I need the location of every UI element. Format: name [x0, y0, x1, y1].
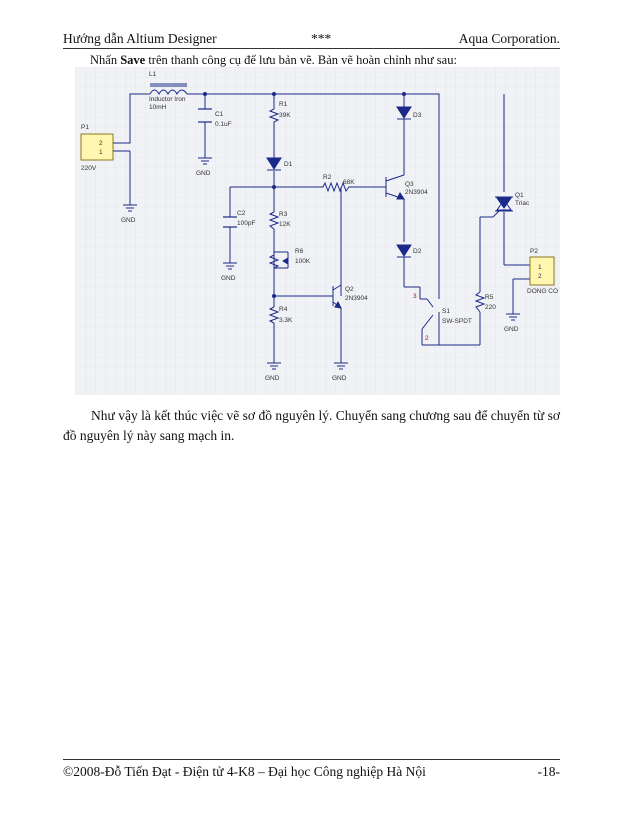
page-header: Hướng dẫn Altium Designer *** Aqua Corpo… [63, 31, 560, 49]
schematic-label-s1: S1 [442, 308, 450, 315]
ground-symbols [123, 157, 520, 370]
schematic-label-r5: R5 [485, 294, 494, 301]
schematic-label-r1-val: 39K [279, 112, 291, 119]
schematic-grid [75, 67, 560, 395]
closing-paragraph: Như vậy là kết thúc việc vẽ sơ đồ nguyên… [63, 408, 560, 443]
diode-d1 [266, 157, 282, 171]
schematic-label-gnd: GND [332, 375, 347, 382]
capacitor-c2 [223, 216, 237, 228]
resistor-r2 [320, 181, 365, 193]
intro-text: Nhấn Save trên thanh công cụ để lưu bản … [90, 53, 457, 67]
schematic-label-gnd: GND [221, 275, 236, 282]
schematic-label-r3-val: 12K [279, 221, 291, 228]
schematic-label-p1-val: 220V [81, 165, 97, 172]
schematic-label-q1: Q1 [515, 192, 524, 199]
schematic-label-d2: D2 [413, 248, 422, 255]
potentiometer-r6 [268, 254, 289, 269]
schematic-label-r4-val: 3.3K [279, 317, 293, 324]
schematic-label-p2-pin2: 2 [538, 273, 542, 280]
schematic-label-p2-val: DONG CO [527, 288, 558, 295]
schematic-label-l1-val: 10mH [149, 104, 167, 111]
schematic-label-p2-pin1: 1 [538, 264, 542, 271]
schematic-label-p1-pin1: 1 [99, 149, 103, 156]
schematic-label-p1: P1 [81, 124, 89, 131]
schematic-label-q2: Q2 [345, 286, 354, 293]
wires [125, 93, 530, 363]
schematic-label-s1-pin2: 2 [425, 335, 429, 342]
schematic-label-s1-val: SW-SPDT [442, 318, 472, 325]
resistor-r3 [268, 211, 280, 230]
schematic-label-q1-val: Triac [515, 200, 530, 207]
transistor-q2 [332, 284, 342, 309]
schematic-label-gnd: GND [265, 375, 280, 382]
schematic-label-r3: R3 [279, 211, 288, 218]
schematic-label-gnd: GND [121, 217, 136, 224]
schematic-label-gnd: GND [196, 170, 211, 177]
footer-rule [63, 759, 560, 760]
junctions [203, 92, 406, 298]
diode-d3 [396, 106, 412, 120]
inductor-l1 [149, 83, 188, 96]
switch-s1 [420, 298, 434, 330]
header-center: *** [311, 31, 332, 46]
schematic-label-c2-val: 100pF [237, 220, 255, 227]
footer-left: ©2008-Đỗ Tiến Đạt - Điện tử 4-K8 – Đại h… [63, 764, 426, 779]
schematic-label-q3: Q3 [405, 181, 414, 188]
page-number: -18- [537, 764, 561, 779]
schematic-label-r5-val: 220 [485, 304, 496, 311]
connector-p1 [80, 133, 125, 161]
resistor-r5 [474, 291, 486, 313]
schematic-label-r2: R2 [323, 174, 332, 181]
save-keyword: Save [120, 53, 146, 67]
header-rule [63, 48, 560, 49]
resistor-r4 [268, 306, 280, 324]
page-footer: ©2008-Đỗ Tiến Đạt - Điện tử 4-K8 – Đại h… [63, 764, 560, 782]
schematic-label-r6: R6 [295, 248, 304, 255]
schematic-label-d3: D3 [413, 112, 422, 119]
transistor-q3 [385, 174, 405, 200]
schematic-label-l1-type: Inductor Iron [149, 96, 186, 103]
schematic-label-c1: C1 [215, 111, 224, 118]
schematic-label-r2-val: 68K [343, 179, 355, 186]
resistor-r1 [268, 107, 280, 124]
schematic-label-r1: R1 [279, 101, 288, 108]
schematic-label-p2: P2 [530, 248, 538, 255]
schematic-label-r6-val: 100K [295, 258, 311, 265]
schematic-label-r4: R4 [279, 306, 288, 313]
schematic-label-q2-val: 2N3904 [345, 295, 368, 302]
header-left: Hướng dẫn Altium Designer [63, 31, 217, 46]
schematic-label-s1-pin3: 3 [413, 293, 417, 300]
schematic-label-p1-pin2: 2 [99, 140, 103, 147]
schematic-label-q3-val: 2N3904 [405, 189, 428, 196]
schematic-label-c1-val: 0.1uF [215, 121, 232, 128]
connector-p2 [529, 256, 555, 286]
capacitor-c1 [198, 108, 212, 123]
triac-q1 [492, 196, 513, 218]
schematic-label-gnd: GND [504, 326, 519, 333]
schematic-label-c2: C2 [237, 210, 246, 217]
diode-d2 [396, 244, 412, 258]
schematic-label-l1: L1 [149, 71, 157, 78]
header-right: Aqua Corporation. [458, 31, 560, 46]
schematic-label-d1: D1 [284, 161, 293, 168]
schematic-diagram: L1 Inductor Iron 10mH P1 2 1 220V C1 0.1… [75, 67, 560, 395]
